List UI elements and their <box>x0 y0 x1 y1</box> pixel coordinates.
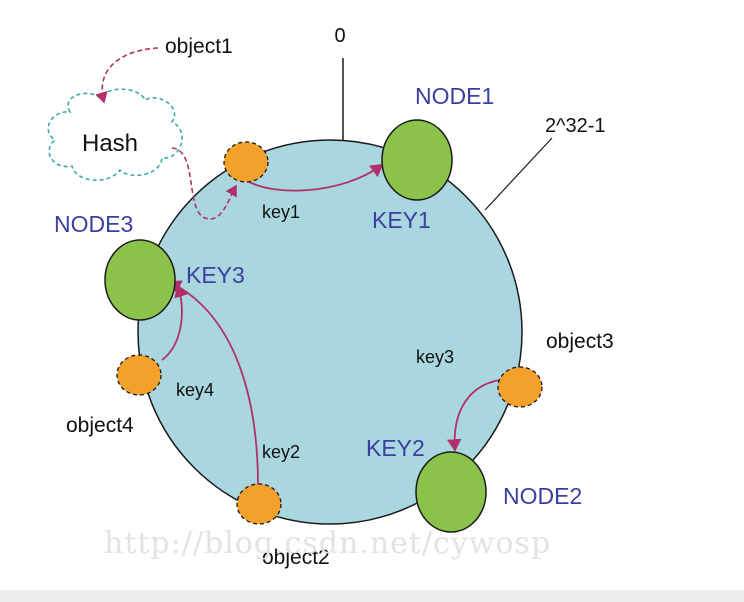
key1-arrow <box>245 163 384 192</box>
max-label: 2^32-1 <box>545 115 606 137</box>
object1-label: object1 <box>165 35 233 58</box>
key4-arrow <box>161 284 189 361</box>
hash-cloud <box>47 88 183 181</box>
node1-label: NODE1 <box>415 83 494 109</box>
node3-label: NODE3 <box>54 211 133 237</box>
object2-label: object2 <box>262 546 330 569</box>
key1-node-label: KEY1 <box>372 207 431 233</box>
key2-arrow <box>168 280 259 486</box>
key3-node-label: KEY3 <box>186 262 245 288</box>
watermark: http://blog.csdn.net/cywosp <box>104 526 551 561</box>
bottom-bar <box>0 590 744 602</box>
key3-label: key3 <box>416 347 454 367</box>
object2-circle <box>236 483 282 525</box>
hash-ring <box>137 139 523 525</box>
node2-label: NODE2 <box>503 483 582 509</box>
object1-circle <box>223 141 269 183</box>
hash-to-object1-arrow <box>171 147 237 220</box>
object3-circle <box>497 366 543 408</box>
object4-label: object4 <box>66 414 134 437</box>
key3-arrow <box>447 379 501 452</box>
key1-label: key1 <box>262 202 300 222</box>
node2-circle <box>415 451 487 533</box>
key2-node-label: KEY2 <box>366 435 425 461</box>
node3-circle <box>104 239 176 321</box>
key2-label: key2 <box>262 442 300 462</box>
node1-circle <box>381 119 453 201</box>
key4-label: key4 <box>176 380 214 400</box>
max-marker-line <box>484 137 553 211</box>
zero-label: 0 <box>334 25 345 47</box>
object1-to-hash-arrow <box>95 47 159 104</box>
object4-circle <box>116 354 162 396</box>
hash-label: Hash <box>82 130 138 157</box>
object3-label: object3 <box>546 330 614 353</box>
